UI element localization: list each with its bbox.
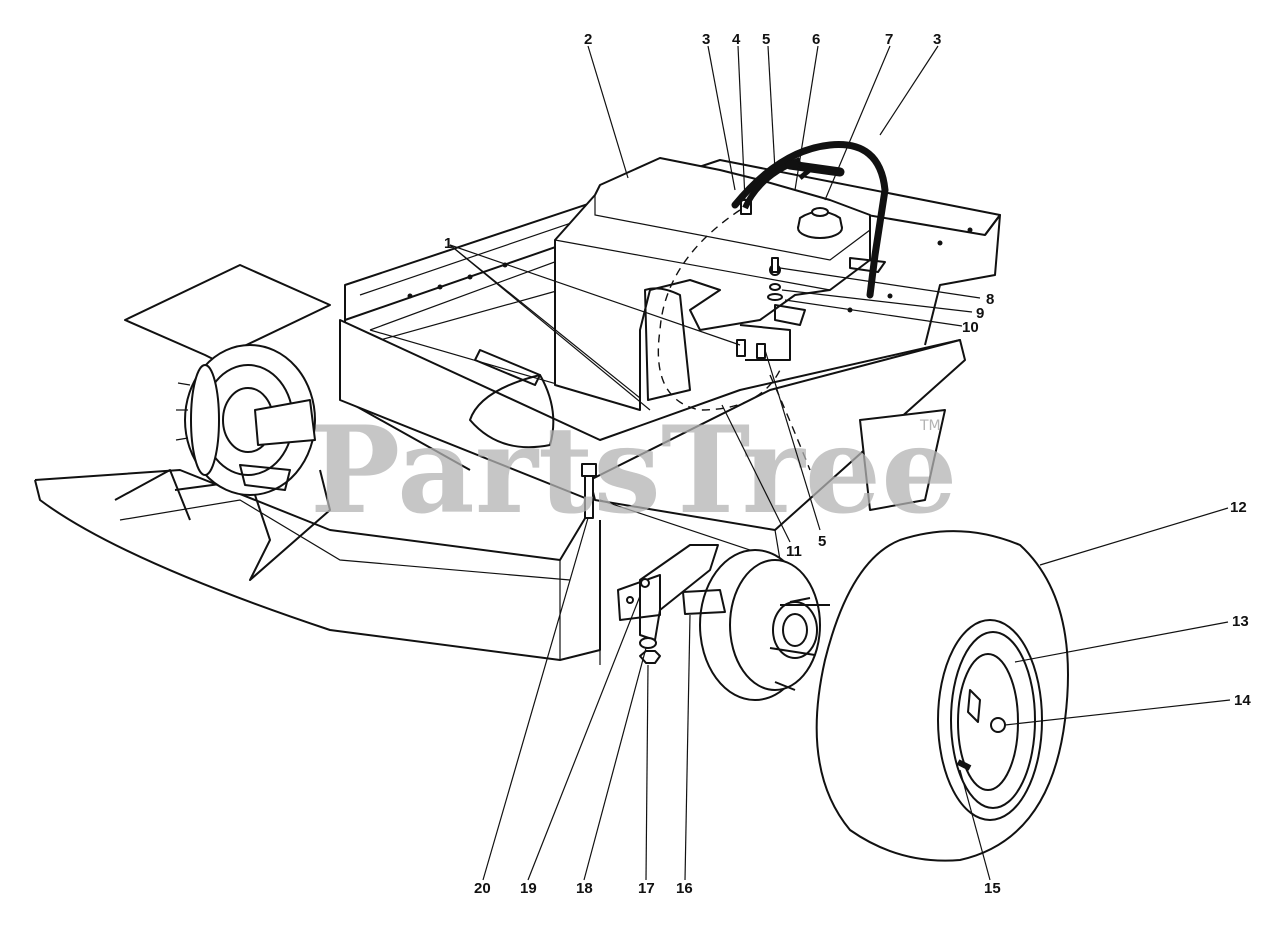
axle-bracket	[617, 544, 719, 641]
callout-18: 18	[576, 880, 593, 897]
svg-text:PartsTree: PartsTree	[310, 400, 957, 541]
callout-16: 16	[676, 880, 693, 897]
right-wheel-hub	[682, 549, 830, 701]
chassis-frame	[34, 159, 1001, 665]
callout-8: 8	[986, 291, 994, 308]
callout-11: 11	[786, 543, 802, 560]
callout-1: 1	[444, 235, 452, 252]
svg-text:TM: TM	[919, 418, 941, 434]
callout-12: 12	[1230, 499, 1247, 516]
fuel-line	[657, 141, 889, 471]
callout-10: 10	[962, 319, 979, 336]
leader-lines	[449, 45, 1231, 881]
bolt-20	[581, 463, 597, 519]
callout-7: 7	[885, 31, 893, 48]
fuel-cap	[797, 207, 843, 239]
callout-9: 9	[976, 305, 984, 322]
callout-17: 17	[638, 880, 655, 897]
callout-3: 3	[702, 31, 710, 48]
watermark: PartsTree TM	[310, 400, 957, 541]
clamp-fittings	[736, 257, 783, 359]
fuel-tank	[554, 157, 886, 411]
right-tire	[815, 530, 1069, 862]
callout-5: 5	[762, 31, 770, 48]
callout-5-second: 5	[818, 533, 826, 550]
callout-6: 6	[812, 31, 820, 48]
callout-15: 15	[984, 880, 1001, 897]
left-wheel-hub	[175, 344, 316, 496]
callout-3-second: 3	[933, 31, 941, 48]
callout-14: 14	[1234, 692, 1251, 709]
callout-labels: 2 3 4 5 6 7 3 1 8 9 10 11 5 12 13 14 15 …	[444, 31, 1251, 897]
callout-4: 4	[732, 31, 741, 48]
callout-19: 19	[520, 880, 537, 897]
callout-20: 20	[474, 880, 491, 897]
washer-18	[639, 637, 657, 649]
callout-2: 2	[584, 31, 592, 48]
callout-13: 13	[1232, 613, 1249, 630]
